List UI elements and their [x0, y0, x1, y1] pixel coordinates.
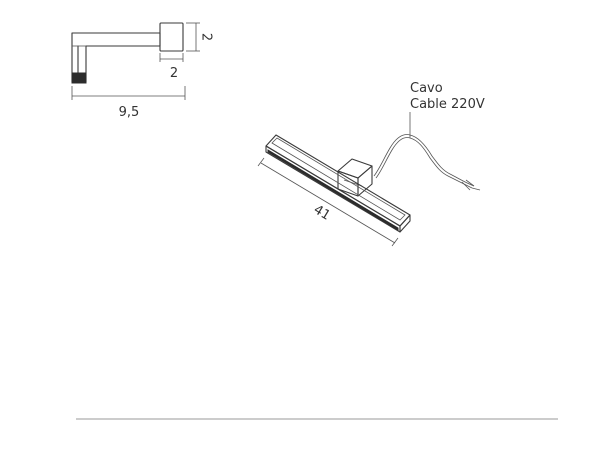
dim-bar-label: 41: [311, 202, 333, 223]
side-view-bar-bottom: [71, 72, 87, 84]
light-bar-end: [399, 214, 411, 233]
dim-bar-line: [260, 162, 396, 244]
side-view: 2 2 9,5: [71, 22, 214, 120]
dim-length-label: 9,5: [119, 105, 140, 120]
cable-label-en: Cable 220V: [410, 97, 485, 112]
dim-bar-ext-right: [391, 237, 399, 247]
cable-end-left: [461, 179, 475, 191]
iso-view: Cavo Cable 220V 41: [257, 81, 485, 247]
dim-depth-label: 2: [170, 66, 178, 81]
cable-label-it: Cavo: [410, 81, 443, 96]
dim-bar-ext-left: [257, 157, 265, 167]
cable-wire-tip: [471, 187, 481, 191]
dim-height-label: 2: [199, 33, 214, 41]
cable-strand-b: [373, 134, 475, 187]
cable-strand-a: [375, 137, 473, 189]
light-bar-dark-strip: [267, 149, 399, 231]
side-view-end-block: [159, 22, 184, 52]
light-bar-inner: [271, 137, 406, 221]
